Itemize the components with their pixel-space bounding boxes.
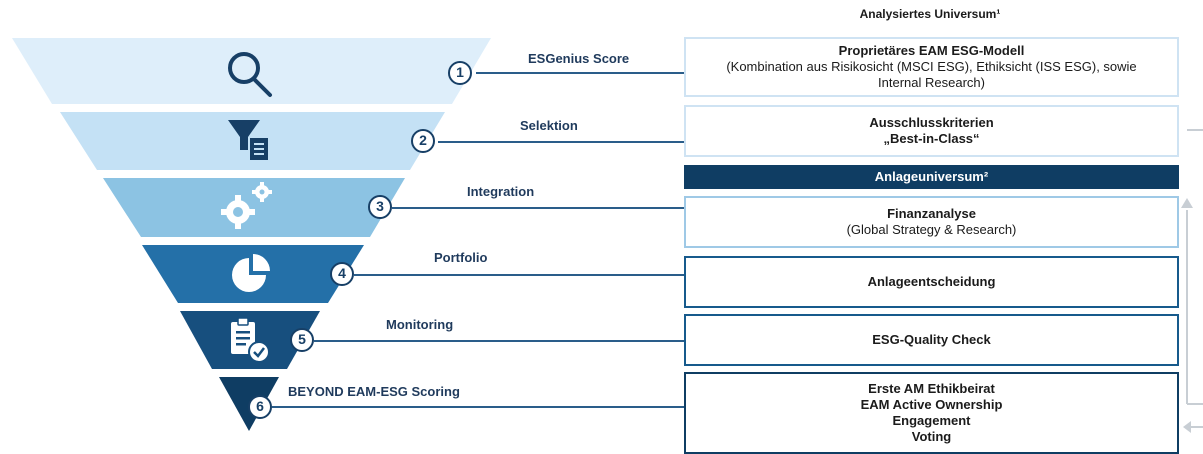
box-exclusion: Ausschlusskriterien „Best-in-Class“ — [684, 105, 1179, 157]
box-esg-model-line-1: (Kombination aus Risikosicht (MSCI ESG),… — [726, 59, 1137, 74]
flow-arrows — [1186, 129, 1203, 428]
box-anlageentscheidung-text: Anlageentscheidung — [867, 274, 996, 289]
box-finanzanalyse: Finanzanalyse (Global Strategy & Researc… — [684, 196, 1179, 248]
stage-label-1: ESGenius Score — [528, 51, 630, 66]
box-finanzanalyse-sub: (Global Strategy & Research) — [846, 222, 1017, 237]
funnel-tier-4 — [142, 245, 364, 303]
box-quality-check-text: ESG-Quality Check — [872, 332, 991, 347]
box-beyond: Erste AM Ethikbeirat EAM Active Ownershi… — [684, 372, 1179, 454]
box-beyond-line-1: Erste AM Ethikbeirat — [868, 381, 995, 396]
stage-number-6: 6 — [248, 395, 272, 419]
bar-anlageuniversum-text: Anlageuniversum² — [874, 169, 989, 184]
stage-label-5: Monitoring — [386, 317, 454, 332]
box-exclusion-line-2: „Best-in-Class“ — [883, 131, 980, 146]
funnel-tier-3 — [103, 178, 405, 237]
stage-label-6: BEYOND EAM-ESG Scoring — [288, 384, 460, 399]
stage-number-3: 3 — [368, 195, 392, 219]
box-esg-model-line-2: Internal Research) — [878, 75, 985, 90]
stage-number-1: 1 — [448, 61, 472, 85]
box-esg-model: Proprietäres EAM ESG-Modell (Kombination… — [684, 37, 1179, 97]
clipboard-check-icon — [231, 317, 270, 363]
box-beyond-line-3: Engagement — [892, 413, 971, 428]
connector-3 — [392, 207, 684, 209]
box-esg-model-title: Proprietäres EAM ESG-Modell — [838, 43, 1025, 58]
box-beyond-line-2: EAM Active Ownership — [860, 397, 1003, 412]
stage-number-5: 5 — [290, 328, 314, 352]
stage-label-3: Integration — [467, 184, 535, 199]
stage-number-4: 4 — [330, 262, 354, 286]
pie-chart-icon — [232, 254, 270, 292]
arrow-up-icon — [1181, 198, 1193, 208]
box-anlageentscheidung: Anlageentscheidung — [684, 256, 1179, 308]
stage-label-2: Selektion — [520, 118, 578, 133]
arrow-left-icon — [1183, 421, 1191, 433]
box-exclusion-line-1: Ausschlusskriterien — [869, 115, 994, 130]
header-title: Analysiertes Universum¹ — [859, 7, 1001, 21]
magnifier-icon — [228, 52, 272, 97]
funnel-tier-1 — [12, 38, 491, 104]
box-beyond-line-4: Voting — [911, 429, 952, 444]
connector-1 — [476, 72, 684, 74]
connector-5 — [314, 340, 684, 342]
stage-number-2: 2 — [411, 129, 435, 153]
connector-4 — [354, 274, 684, 276]
bar-anlageuniversum: Anlageuniversum² — [684, 165, 1179, 189]
connector-6 — [272, 406, 684, 408]
stage-label-4: Portfolio — [434, 250, 488, 265]
filter-list-icon — [228, 120, 268, 160]
box-quality-check: ESG-Quality Check — [684, 314, 1179, 366]
connector-2 — [438, 141, 684, 143]
gears-icon — [221, 182, 272, 229]
box-finanzanalyse-title: Finanzanalyse — [887, 206, 976, 221]
